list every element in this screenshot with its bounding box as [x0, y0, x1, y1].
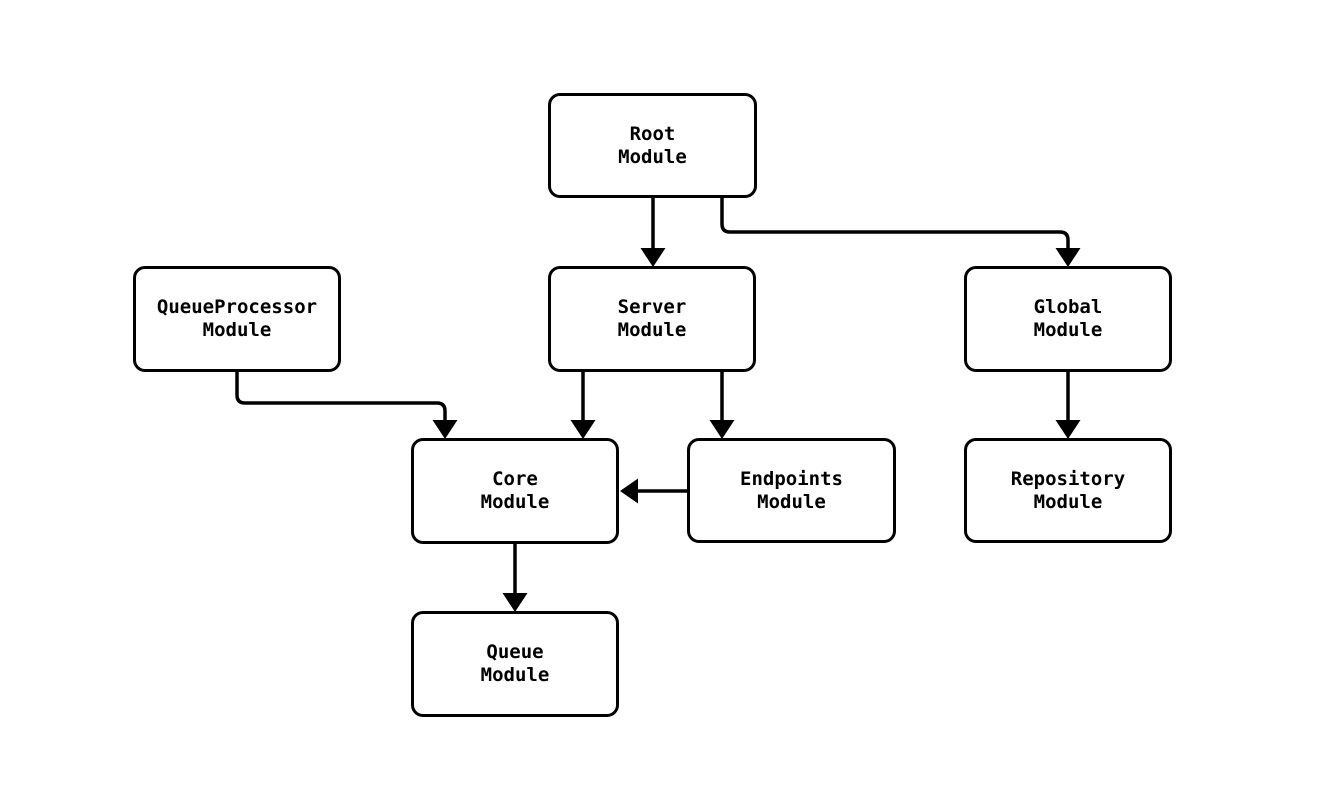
node-label: Core Module [480, 468, 550, 513]
node-queueprocessor-module: QueueProcessor Module [133, 266, 341, 372]
edge-global-repository [1055, 370, 1081, 439]
edge-endpoints-core [620, 478, 689, 504]
edge-server-core [570, 370, 596, 439]
node-label: Queue Module [480, 641, 550, 686]
edge-queueprocessor-core [235, 370, 458, 439]
node-label: QueueProcessor Module [156, 296, 318, 341]
node-label: Root Module [618, 122, 687, 168]
node-endpoints-module: Endpoints Module [687, 438, 896, 543]
node-queue-module: Queue Module [411, 611, 619, 717]
edge-core-queue [502, 542, 528, 612]
edge-root-server [640, 197, 666, 267]
arrowhead [1055, 248, 1081, 267]
arrowhead [432, 420, 458, 439]
node-repository-module: Repository Module [964, 438, 1172, 543]
arrowhead [709, 420, 735, 439]
arrowhead [502, 593, 528, 612]
arrowhead [570, 420, 596, 439]
node-label: Endpoints Module [740, 467, 843, 513]
edge-server-endpoints [709, 370, 735, 439]
node-core-module: Core Module [411, 438, 619, 544]
node-root-module: Root Module [548, 93, 757, 198]
arrowhead [1055, 420, 1081, 439]
node-label: Global Module [1033, 296, 1103, 341]
node-global-module: Global Module [964, 266, 1172, 372]
node-server-module: Server Module [548, 266, 756, 372]
arrowhead [620, 478, 638, 504]
node-label: Server Module [617, 296, 687, 341]
arrowhead [640, 248, 666, 267]
node-label: Repository Module [1010, 467, 1126, 513]
edge-root-global [720, 197, 1081, 267]
